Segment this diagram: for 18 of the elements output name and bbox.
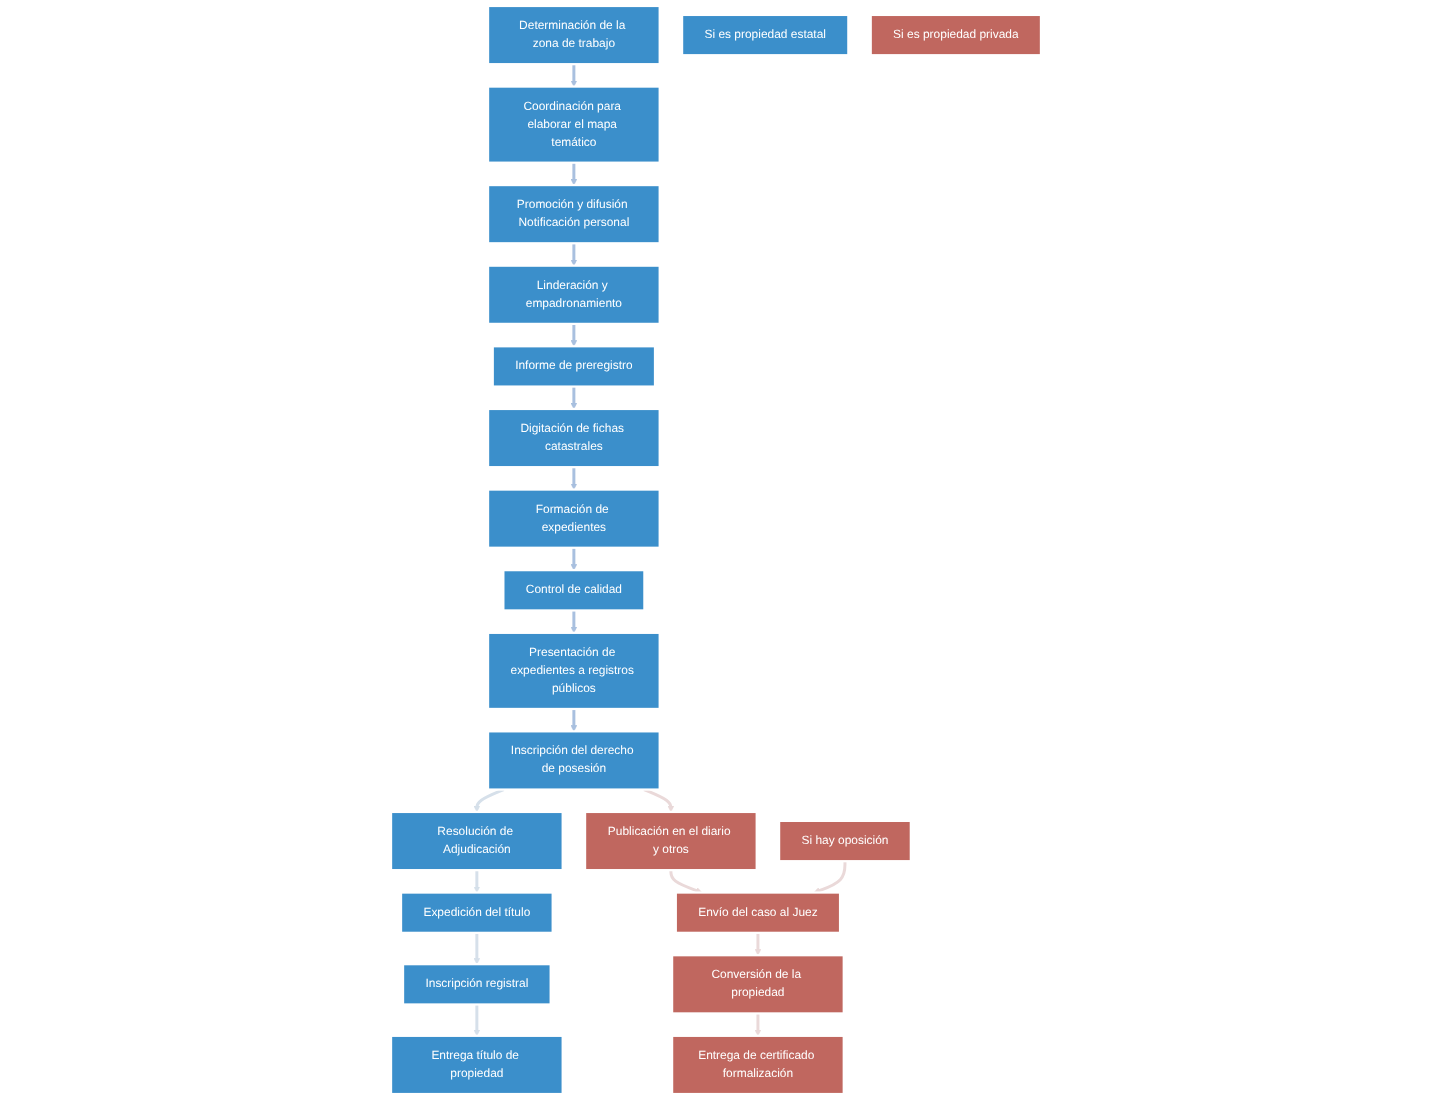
arrow	[570, 547, 578, 571]
arrow	[473, 932, 481, 965]
arrow	[570, 162, 578, 186]
arrow	[669, 870, 703, 894]
arrow	[643, 788, 675, 813]
arrow	[473, 788, 505, 813]
arrow	[754, 932, 762, 956]
arrow	[570, 467, 578, 490]
arrow	[754, 1013, 762, 1037]
arrow	[570, 708, 578, 732]
arrow	[570, 610, 578, 634]
arrow	[473, 870, 481, 893]
arrow	[813, 861, 847, 894]
arrow	[570, 323, 578, 347]
arrow	[570, 243, 578, 266]
arrow	[473, 1004, 481, 1037]
arrow	[570, 64, 578, 87]
arrow	[570, 386, 578, 410]
